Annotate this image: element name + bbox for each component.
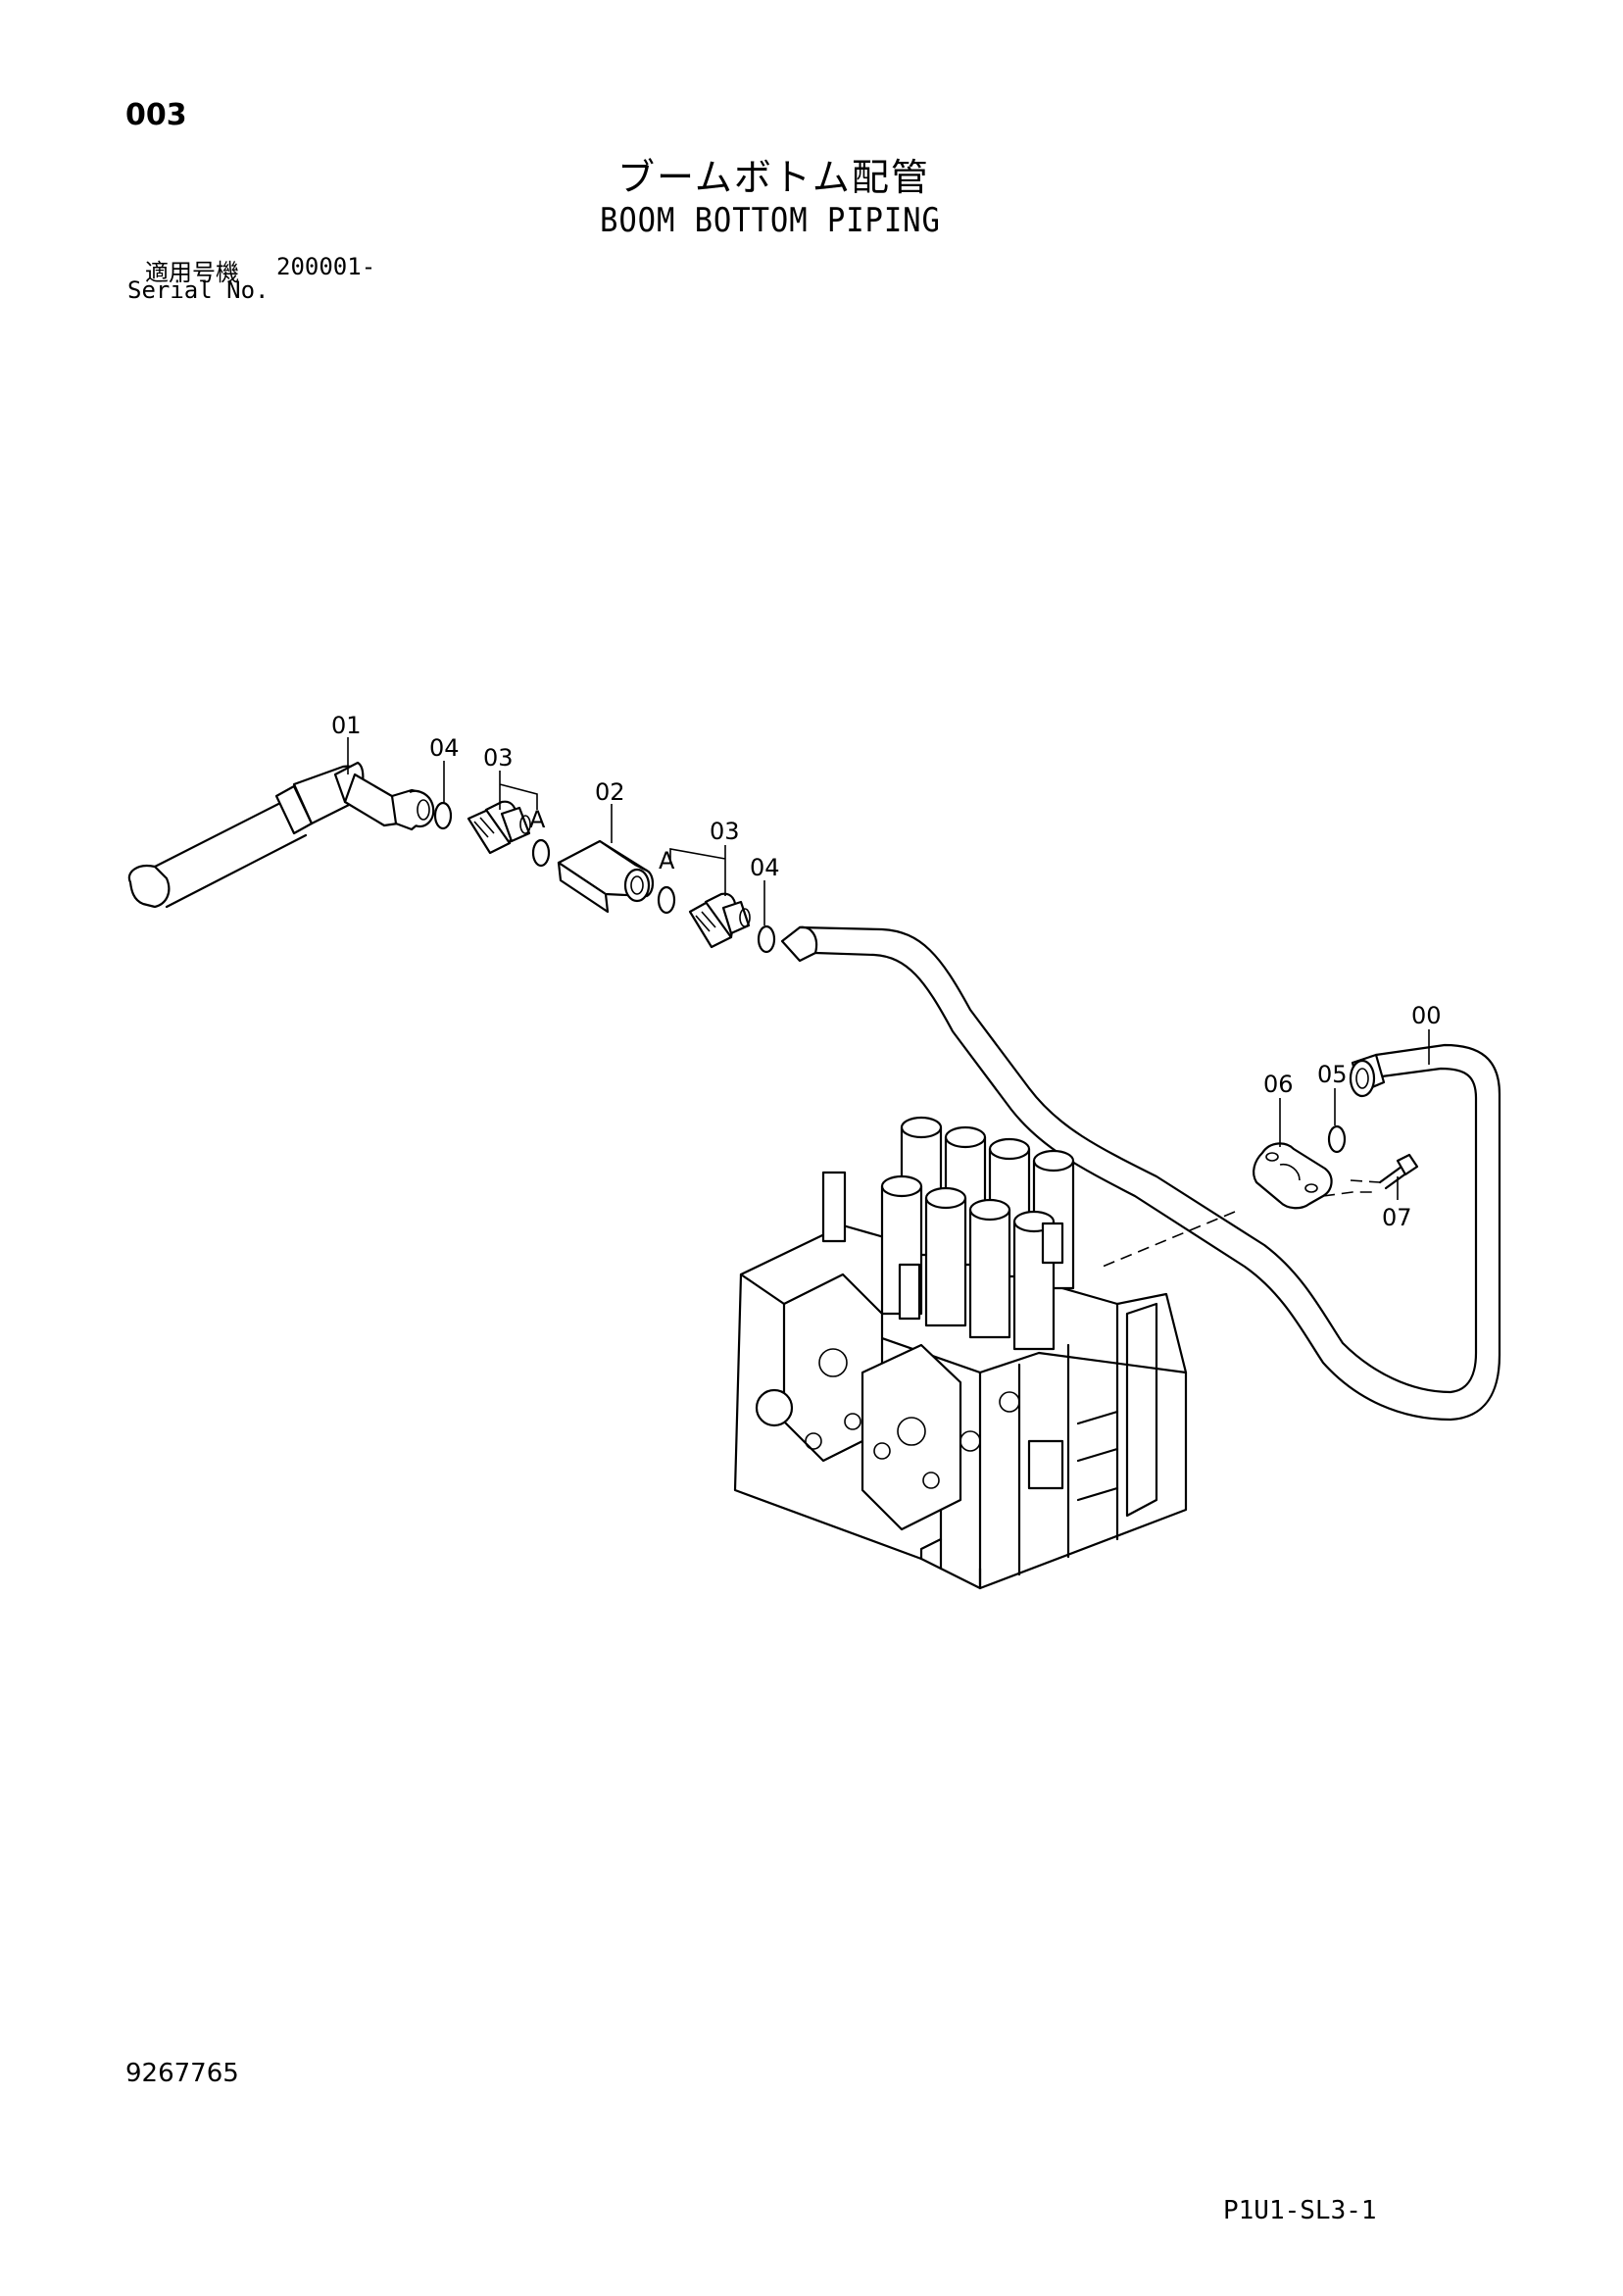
diagram-title-japanese: ブームボトム配管 <box>617 156 930 199</box>
serial-label-japanese: 適用号機 <box>145 259 239 286</box>
callout-ref-a-left: A <box>529 806 546 833</box>
part-06-split-flange <box>1253 1142 1333 1210</box>
valve-plug-left <box>821 1171 847 1243</box>
callout-07: 07 <box>1382 1204 1412 1231</box>
centerline-flange <box>1322 1179 1381 1197</box>
callout-01: 01 <box>331 712 362 739</box>
spool-caps <box>880 1116 1075 1351</box>
ref-a-o-ring-left <box>531 838 551 868</box>
port-block <box>1027 1439 1064 1490</box>
page-code: P1U1-SL3-1 <box>1223 2196 1377 2225</box>
callout-04-left: 04 <box>429 734 460 762</box>
serial-range: 200001- <box>276 253 376 280</box>
callout-04-right: 04 <box>750 854 780 881</box>
valve-plug-mid <box>898 1263 921 1321</box>
page-number: 003 <box>125 98 187 132</box>
part-02-valve-body <box>557 839 655 914</box>
part-01-hose-elbow <box>127 761 435 909</box>
drawing-number: 9267765 <box>125 2059 239 2088</box>
callout-00: 00 <box>1411 1002 1442 1029</box>
diagram-title-english: BOOM BOTTOM PIPING <box>600 201 941 240</box>
control-valve-assembly <box>733 1116 1188 1590</box>
valve-plug-right <box>1041 1222 1064 1265</box>
serial-label-english: Serial No. <box>127 276 270 304</box>
callout-ref-a-right: A <box>659 847 675 874</box>
part-04-o-ring-right <box>757 924 776 954</box>
ref-a-o-ring-right <box>657 885 676 915</box>
callout-05: 05 <box>1317 1061 1348 1088</box>
callout-03-left: 03 <box>483 744 514 772</box>
part-00-steel-pipe <box>780 925 1501 1422</box>
part-03-adapter-right <box>688 892 751 949</box>
callout-06: 06 <box>1263 1071 1294 1098</box>
callout-03-right: 03 <box>710 818 740 845</box>
part-04-o-ring-left <box>433 801 453 830</box>
callout-leaders <box>347 737 1430 1200</box>
part-07-bolt <box>1378 1153 1419 1190</box>
callout-02: 02 <box>595 778 625 806</box>
part-05-o-ring <box>1327 1124 1347 1154</box>
port-cap-left <box>755 1388 794 1427</box>
part-03-adapter-left <box>467 800 531 855</box>
side-cover-mid <box>861 1343 962 1531</box>
centerline-port <box>1097 1211 1236 1270</box>
